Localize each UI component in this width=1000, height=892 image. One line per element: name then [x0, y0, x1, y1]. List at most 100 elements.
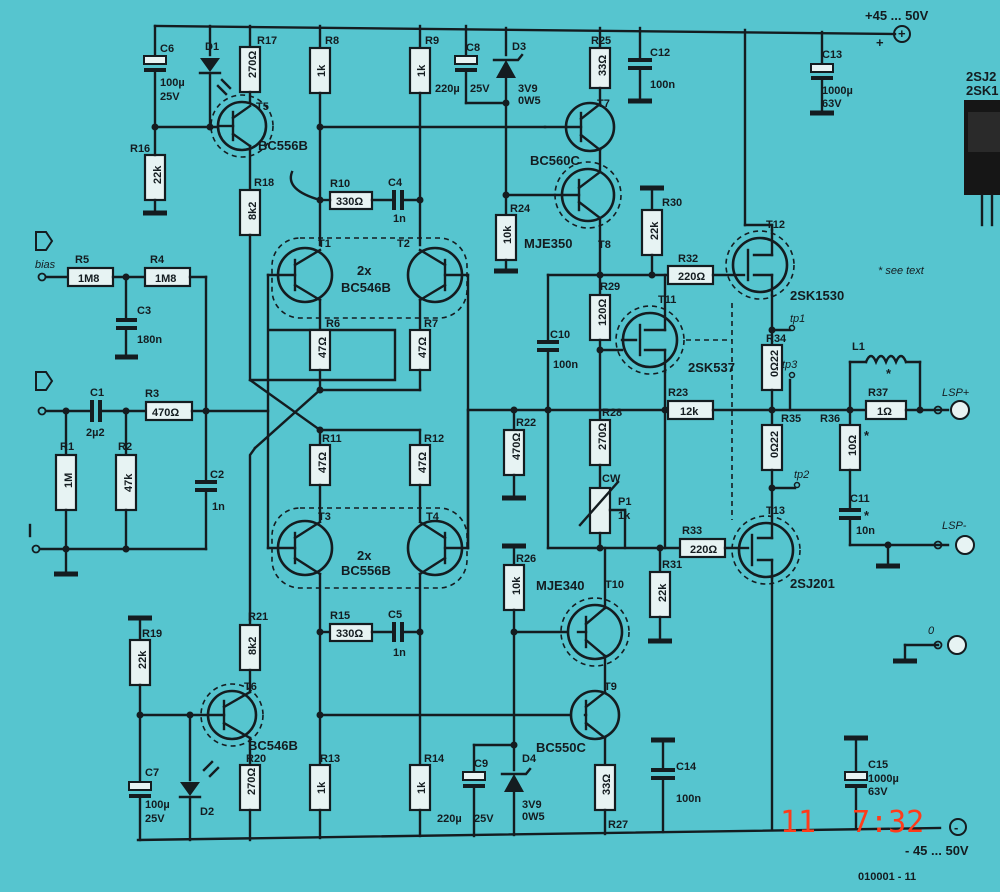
D1: D1 [198, 41, 232, 96]
svg-text:33Ω: 33Ω [597, 55, 609, 76]
svg-text:220Ω: 220Ω [690, 544, 717, 556]
C12: C12 100n [628, 26, 675, 104]
svg-text:1k: 1k [316, 64, 328, 77]
R32: R32 220Ω [666, 253, 715, 286]
C13: C13 1000µ 63V [810, 30, 853, 116]
negative-supply-terminal: - - 45 ... 50V [905, 818, 969, 858]
C11: C11 10n * [839, 493, 875, 537]
R5: R5 1M8 [66, 254, 115, 288]
svg-text:R33: R33 [682, 525, 702, 537]
svg-text:T9: T9 [604, 681, 617, 693]
audio-input [35, 371, 92, 416]
svg-text:R18: R18 [254, 177, 274, 189]
lsp-neg-terminal: LSP- [933, 520, 975, 555]
svg-text:R37: R37 [868, 387, 888, 399]
svg-text:R10: R10 [330, 178, 350, 190]
R12: R12 47Ω [408, 433, 444, 487]
lsp-neg-label: LSP- [942, 520, 967, 532]
svg-text:100n: 100n [676, 793, 701, 805]
svg-text:330Ω: 330Ω [336, 196, 363, 208]
R18: R18 8k2 [238, 177, 274, 237]
svg-text:1M8: 1M8 [155, 273, 176, 285]
tp1-label: tp1 [790, 313, 805, 325]
T13: T13 2SJ201 [731, 505, 835, 591]
R26: R26 10k [502, 553, 536, 612]
zero-terminal: 0 [893, 625, 967, 664]
R8: R8 1k [308, 35, 339, 95]
svg-text:25V: 25V [160, 91, 180, 103]
R28: R28 270Ω [588, 407, 622, 467]
svg-text:C15: C15 [868, 759, 888, 771]
R7: R7 47Ω [408, 318, 438, 372]
svg-text:270Ω: 270Ω [246, 768, 258, 795]
C8: C8 220µ 25V [435, 42, 490, 95]
svg-text:1k: 1k [316, 781, 328, 794]
R20: R20 270Ω [238, 753, 266, 812]
bias-input: bias [35, 231, 70, 282]
T9: T9 BC550C [536, 681, 621, 755]
svg-text:0Ω22: 0Ω22 [769, 431, 781, 458]
svg-text:R25: R25 [591, 35, 611, 47]
R34: R34 0Ω22 [760, 333, 787, 392]
svg-text:R15: R15 [330, 610, 350, 622]
R19: R19 22k [128, 628, 162, 687]
svg-text:1n: 1n [393, 213, 406, 225]
R36: R36 10Ω * [820, 413, 870, 472]
svg-text:R17: R17 [257, 35, 277, 47]
lsp-pos-label: LSP+ [942, 387, 970, 399]
svg-text:270Ω: 270Ω [597, 423, 609, 450]
svg-text:330Ω: 330Ω [336, 628, 363, 640]
R22: R22 470Ω [502, 417, 536, 477]
svg-text:T6: T6 [244, 681, 257, 693]
R16: R16 22k [130, 143, 167, 202]
svg-text:10n: 10n [856, 525, 875, 537]
svg-text:R20: R20 [246, 753, 266, 765]
tp3-label: tp3 [782, 359, 798, 371]
R30: R30 22k [640, 185, 682, 277]
L1: L1 * [852, 341, 908, 381]
svg-text:270Ω: 270Ω [247, 51, 259, 78]
R29: R29 120Ω [588, 281, 620, 342]
svg-text:MJE350: MJE350 [524, 236, 572, 251]
svg-text:22k: 22k [137, 650, 149, 669]
svg-text:1Ω: 1Ω [877, 406, 892, 418]
corner-mosfet-drawing: 2SJ2 2SK1 [964, 69, 1000, 227]
svg-text:T10: T10 [605, 579, 624, 591]
R24: R24 10k [494, 203, 531, 262]
svg-text:C6: C6 [160, 43, 174, 55]
svg-text:R9: R9 [425, 35, 439, 47]
svg-text:MJE340: MJE340 [536, 578, 584, 593]
svg-text:T5: T5 [256, 101, 269, 113]
pair-top-count: 2x [357, 263, 372, 278]
C10: C10 100n [537, 329, 578, 371]
svg-text:T12: T12 [766, 219, 785, 231]
T12: T12 2SK1530 [725, 219, 844, 303]
svg-text:47Ω: 47Ω [417, 337, 429, 358]
svg-text:C5: C5 [388, 609, 402, 621]
positive-rail [153, 24, 897, 36]
R17: R17 270Ω [238, 35, 277, 94]
svg-text:C11: C11 [850, 493, 870, 505]
positive-supply-terminal: + + +45 ... 50V [865, 8, 929, 50]
R2: R2 47k [114, 441, 138, 512]
svg-text:63V: 63V [868, 786, 888, 798]
svg-text:47k: 47k [123, 473, 135, 492]
R31: R31 22k [648, 559, 682, 619]
svg-text:1n: 1n [393, 647, 406, 659]
svg-text:33Ω: 33Ω [601, 774, 613, 795]
svg-text:470Ω: 470Ω [511, 433, 523, 460]
R10: R10 330Ω [328, 178, 374, 211]
input-ground [28, 523, 78, 577]
svg-text:R35: R35 [781, 413, 801, 425]
svg-text:63V: 63V [822, 98, 842, 110]
svg-text:2µ2: 2µ2 [86, 427, 105, 439]
T2: T2 [397, 238, 470, 304]
T4: T4 [406, 511, 470, 577]
T3: T3 [266, 511, 334, 577]
svg-text:8k2: 8k2 [247, 202, 259, 220]
R23: R23 12k [666, 387, 715, 421]
L1-star: * [886, 366, 892, 381]
svg-text:BC550C: BC550C [536, 740, 586, 755]
svg-text:47Ω: 47Ω [417, 452, 429, 473]
